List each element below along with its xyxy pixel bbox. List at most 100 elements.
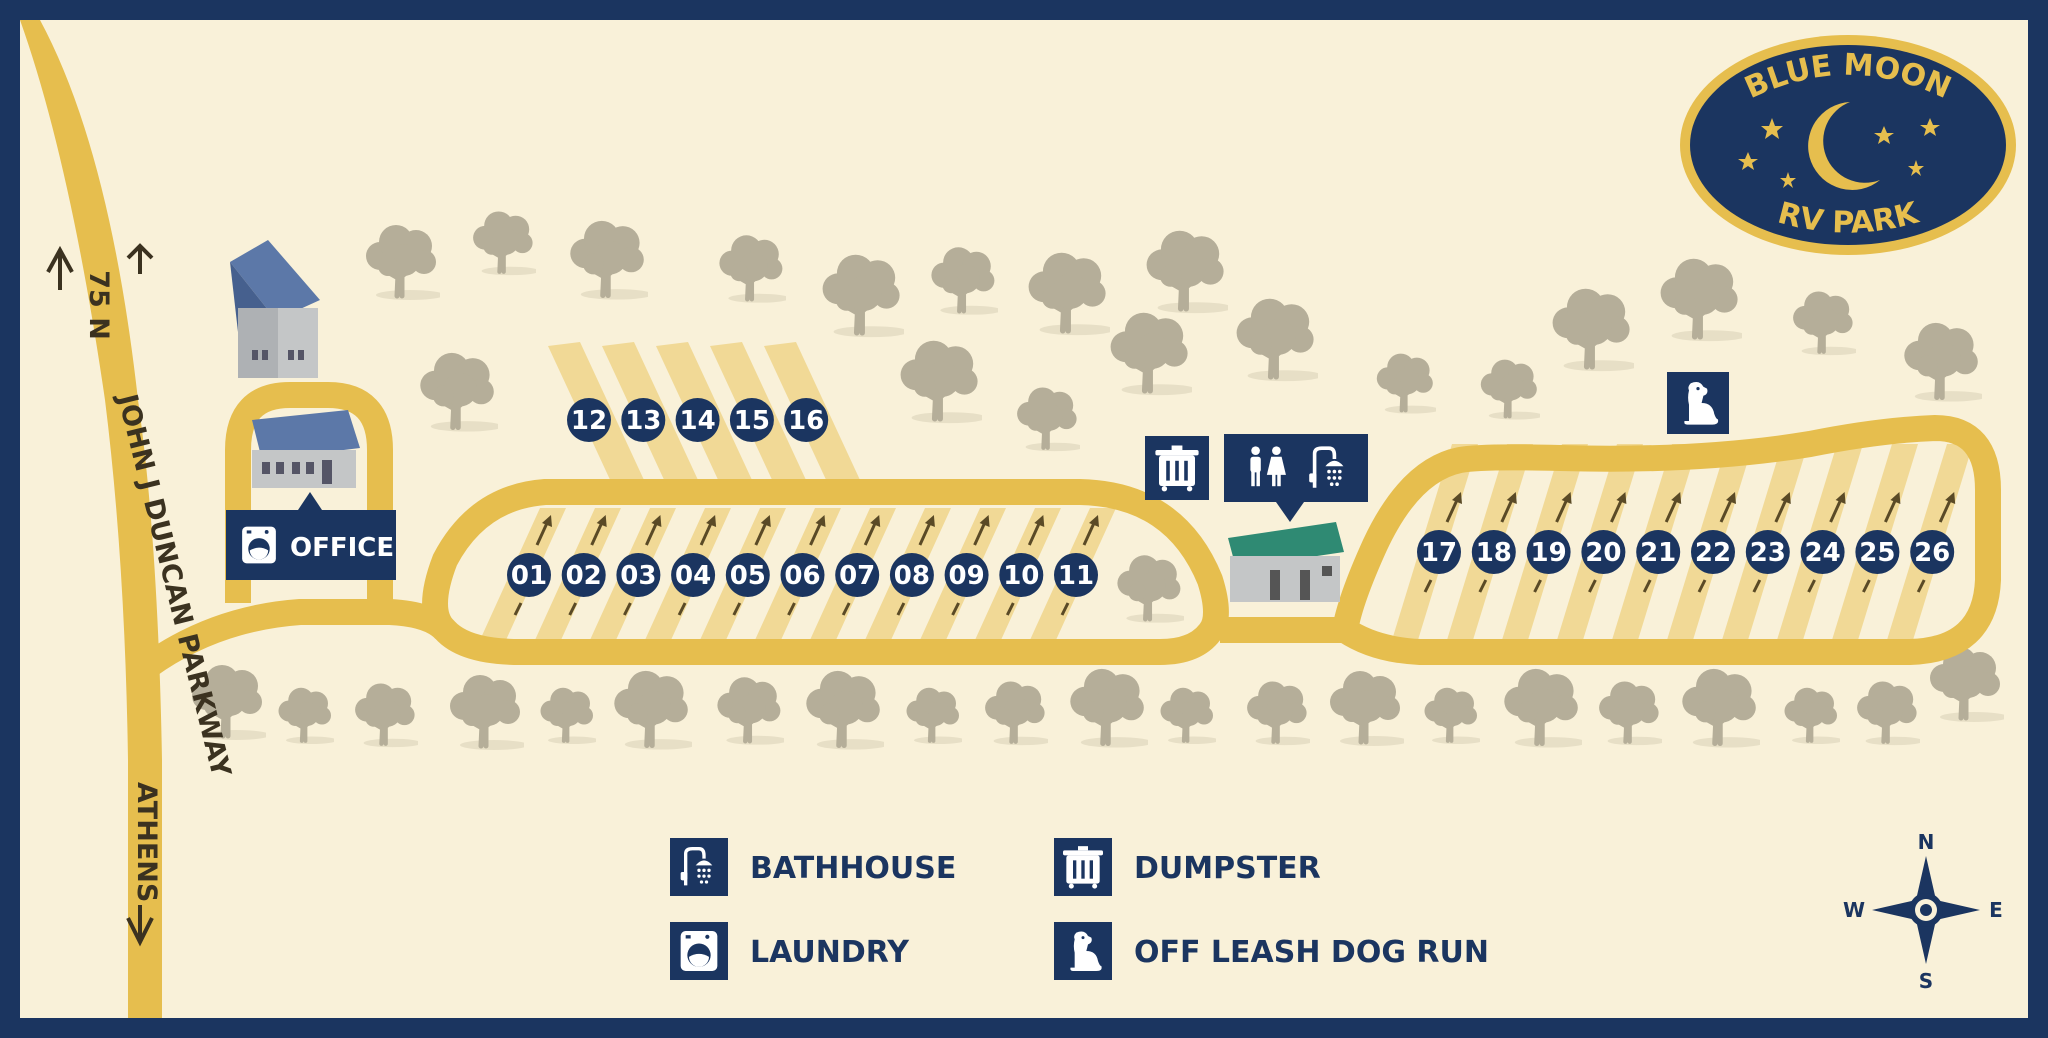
site-arrow-tail [1588,579,1597,593]
site-number: 13 [625,406,661,436]
site-arrow-head [1835,492,1846,504]
site-marker[interactable]: 16 [784,398,829,442]
site-marker[interactable]: 01 [507,515,552,616]
site-arrow-tail [1533,579,1542,593]
site-marker[interactable]: 26 [1910,492,1956,593]
site-arrow-head [542,515,552,527]
loop-a-road [422,479,1229,665]
road-down-arrow-icon [126,905,154,947]
site-arrow-icon [918,522,932,546]
site-number: 23 [1750,538,1786,568]
site-arrow-icon [645,522,658,546]
site-marker[interactable]: 14 [675,398,720,442]
site-number: 08 [894,561,930,591]
dog-run-sign[interactable] [1667,372,1729,434]
site-arrow-icon [1082,522,1096,546]
legend-dumpster-icon [1063,846,1103,889]
site-marker-circle [1745,530,1790,574]
site-marker-circle [671,553,716,597]
site-marker[interactable]: 07 [835,515,881,616]
site-number: 01 [511,561,547,591]
dumpster-icon [1155,445,1199,492]
site-number: 19 [1531,538,1567,568]
dumpster-sign[interactable] [1145,436,1209,500]
site-marker-circle [729,398,774,442]
site-marker[interactable]: 11 [1054,515,1099,616]
site-arrow-head [1726,492,1736,504]
site-arrow-head [1780,492,1791,504]
site-number: 06 [784,561,820,591]
site-marker[interactable]: 04 [671,515,717,616]
site-arrow-head [870,515,881,527]
site-arrow-icon [1664,499,1678,523]
site-marker-circle [621,398,666,442]
legend-item-dog-run: OFF LEASH DOG RUN [1054,922,1489,980]
site-arrow-head [1089,515,1099,527]
site-arrow-icon [1938,499,1952,523]
site-marker[interactable]: 19 [1526,492,1572,593]
site-marker[interactable]: 15 [729,398,774,442]
site-arrow-head [706,515,717,527]
site-arrow-head [760,515,771,527]
site-number: 25 [1859,538,1895,568]
site-marker-circle [835,553,880,597]
site-marker[interactable]: 03 [616,515,662,616]
legend-laundry-icon [680,931,718,971]
site-marker[interactable]: 09 [944,515,990,616]
site-arrow-head [1890,492,1901,504]
park-roads [140,382,2001,677]
site-marker[interactable]: 13 [621,398,666,442]
loop-c-road [1332,415,2001,665]
crescent-moon-icon [1808,102,1880,190]
logo-stars [1738,118,1940,188]
site-number: 22 [1695,538,1731,568]
legend-label: DUMPSTER [1134,851,1321,886]
site-marker[interactable]: 12 [567,398,611,442]
site-marker[interactable]: 10 [999,515,1045,616]
site-arrow-icon [863,522,877,546]
site-number: 03 [620,561,656,591]
site-arrow-head [979,515,990,527]
office-sign[interactable]: OFFICE [226,492,396,580]
site-marker-circle [616,553,661,597]
site-marker[interactable]: 25 [1855,492,1901,593]
site-arrow-icon [973,522,986,546]
compass-east: E [1989,898,2003,922]
site-arrow-head [924,515,935,527]
bathhouse-sign[interactable] [1224,434,1368,522]
site-marker[interactable]: 20 [1581,492,1627,593]
site-arrow-head [1034,515,1045,527]
office-label: OFFICE [290,533,394,563]
site-marker-circle [675,398,720,442]
site-number: 10 [1003,561,1039,591]
site-number: 07 [839,561,875,591]
site-marker[interactable]: 18 [1471,492,1517,593]
map-legend: BATHHOUSE DUMPSTER LAUNDRY OFF LEASH DOG… [670,838,1489,980]
site-arrow-icon [535,522,549,546]
site-marker[interactable]: 21 [1636,492,1682,593]
compass-north: N [1918,830,1935,854]
road-destination-label: ATHENS [131,782,162,902]
site-arrow-tail [568,602,578,616]
site-number: 09 [949,561,985,591]
site-marker[interactable]: 22 [1691,492,1736,593]
site-marker[interactable]: 08 [889,515,935,616]
site-marker[interactable]: 05 [725,515,771,616]
site-marker-circle [1054,553,1098,597]
site-number: 17 [1421,538,1457,568]
site-arrow-tail [623,602,632,616]
site-marker[interactable]: 24 [1800,492,1846,593]
site-marker-circle [1581,530,1626,574]
site-arrow-icon [590,522,604,546]
site-marker[interactable]: 06 [780,515,826,616]
site-arrow-icon [1445,499,1459,523]
site-arrow-head [1945,492,1956,504]
site-marker[interactable]: 02 [561,515,607,616]
main-house [230,240,320,378]
site-marker-circle [784,398,829,442]
site-number: 21 [1640,538,1676,568]
legend-item-laundry: LAUNDRY [670,922,910,980]
site-arrow-icon [1774,499,1788,523]
site-marker[interactable]: 17 [1417,492,1462,593]
site-marker[interactable]: 23 [1745,492,1791,593]
